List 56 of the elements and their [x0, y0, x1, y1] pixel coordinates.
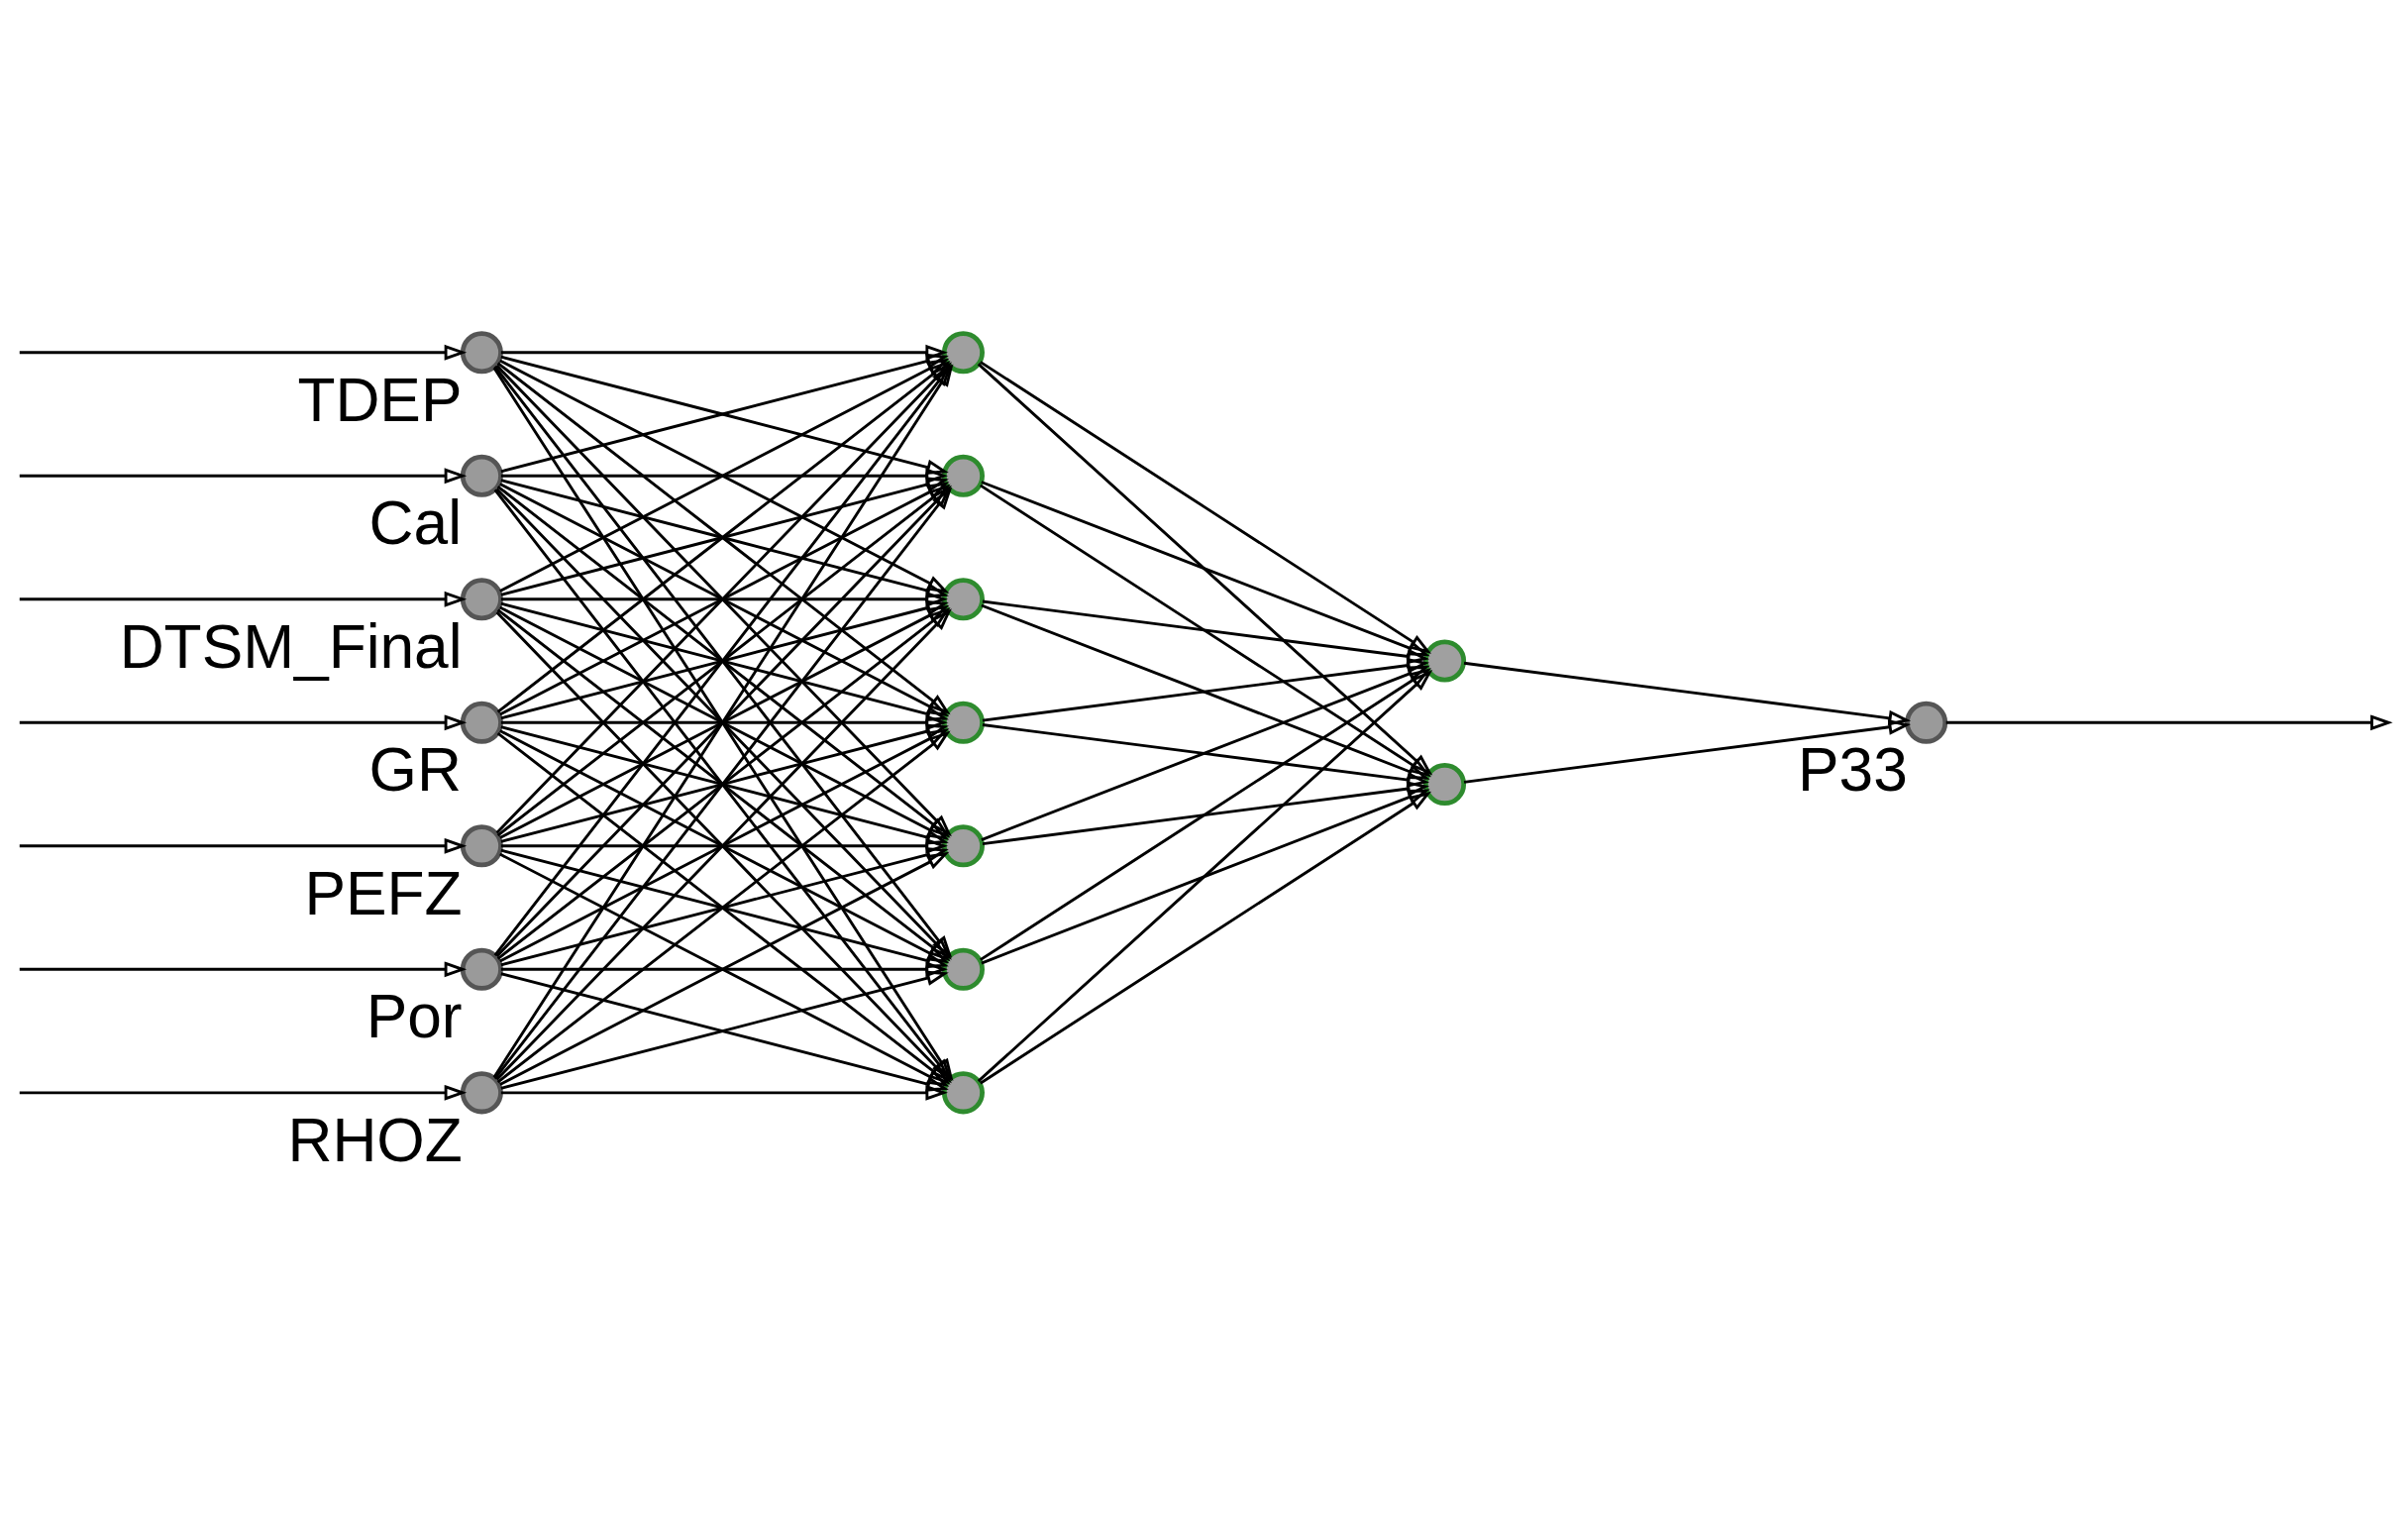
node-circle	[460, 701, 503, 744]
node-circle	[941, 1071, 985, 1115]
arrow	[500, 837, 948, 854]
arrow	[981, 789, 1430, 965]
node-circle	[1423, 639, 1467, 683]
node-circle	[460, 1071, 503, 1115]
arrow	[982, 723, 1430, 788]
arrow	[981, 481, 1430, 657]
node-circle	[460, 947, 503, 991]
arrow	[977, 363, 1433, 776]
node-circle	[1423, 763, 1467, 807]
arrow	[981, 603, 1430, 780]
arrow	[19, 344, 468, 361]
node-circle	[941, 331, 985, 375]
arrow	[980, 484, 1432, 778]
node-circle	[460, 824, 503, 868]
node-label: TDEP	[297, 365, 463, 434]
arrow	[19, 1084, 468, 1101]
arrow	[980, 668, 1432, 961]
node-circle	[941, 454, 985, 497]
arrow	[1463, 719, 1912, 784]
arrow	[981, 665, 1430, 841]
arrow	[500, 714, 948, 731]
arrow	[980, 791, 1432, 1085]
arrow	[982, 781, 1430, 845]
arrow	[500, 591, 948, 607]
node-circle	[460, 578, 503, 621]
node-circle	[941, 824, 985, 868]
arrow	[980, 361, 1432, 654]
arrow	[1945, 714, 2393, 731]
arrow	[982, 599, 1430, 665]
arrow	[500, 1084, 948, 1101]
node-label: GR	[368, 735, 463, 805]
node-circle	[941, 947, 985, 991]
arrow	[19, 468, 468, 485]
node-label: DTSM_Final	[119, 611, 463, 681]
arrow	[19, 837, 468, 854]
node-circle	[460, 454, 503, 497]
node-circle	[941, 701, 985, 744]
node-label: Por	[366, 982, 463, 1051]
node-circle	[941, 578, 985, 621]
arrow	[977, 670, 1433, 1083]
arrow	[500, 468, 948, 485]
arrow	[982, 657, 1430, 722]
arrow	[1463, 661, 1912, 726]
node-label: P33	[1798, 735, 1908, 805]
arrow	[19, 961, 468, 978]
node-label: Cal	[368, 488, 463, 558]
node-circle	[460, 331, 503, 375]
node-circle	[1905, 701, 1948, 744]
arrow	[19, 591, 468, 607]
arrow	[500, 344, 948, 361]
arrow	[19, 714, 468, 731]
arrow	[500, 961, 948, 978]
node-label: RHOZ	[287, 1105, 463, 1174]
node-label: PEFZ	[304, 858, 463, 927]
